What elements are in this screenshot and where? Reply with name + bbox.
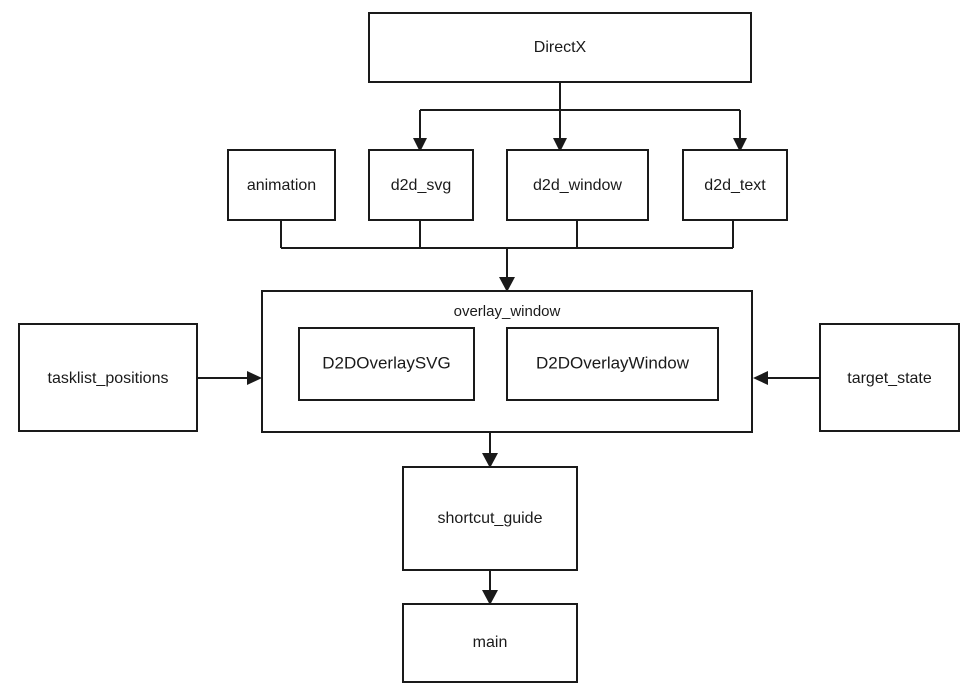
arrowhead-main — [482, 590, 498, 605]
arrowhead-overlay-window-right — [753, 371, 768, 385]
edge-row2-merge — [280, 220, 734, 292]
node-shortcut-guide-box[interactable] — [402, 466, 578, 571]
node-d2doverlaywindow-box[interactable] — [506, 327, 719, 401]
node-main-box[interactable] — [402, 603, 578, 683]
node-d2d-text-box[interactable] — [682, 149, 788, 221]
node-animation-label: animation — [247, 177, 316, 194]
node-target-state-label: target_state — [847, 370, 932, 387]
node-d2doverlaysvg[interactable]: D2DOverlaySVG — [298, 327, 475, 401]
node-d2d-window[interactable]: d2d_window — [506, 149, 649, 221]
arrowhead-overlay-window-top — [499, 277, 515, 292]
node-d2doverlaysvg-label: D2DOverlaySVG — [322, 353, 450, 372]
node-animation-box[interactable] — [227, 149, 336, 221]
node-d2d-svg-label: d2d_svg — [391, 177, 452, 194]
arrowhead-d2d-window — [553, 138, 567, 152]
node-shortcut-guide-label: shortcut_guide — [438, 510, 543, 527]
node-d2d-svg[interactable]: d2d_svg — [368, 149, 474, 221]
node-main[interactable]: main — [402, 603, 578, 683]
node-target-state-box[interactable] — [819, 323, 960, 432]
arrowhead-d2d-svg — [413, 138, 427, 152]
arrowhead-d2d-text — [733, 138, 747, 152]
node-d2d-text-label: d2d_text — [704, 177, 766, 194]
node-d2doverlaywindow-label: D2DOverlayWindow — [536, 353, 690, 372]
node-d2doverlaysvg-box[interactable] — [298, 327, 475, 401]
node-tasklist-positions-label: tasklist_positions — [48, 370, 169, 387]
edge-tasklist-to-overlay — [197, 371, 262, 385]
node-directx-label: DirectX — [534, 39, 587, 56]
edge-targetstate-to-overlay — [753, 371, 820, 385]
node-animation[interactable]: animation — [227, 149, 336, 221]
node-directx-box[interactable] — [368, 12, 752, 83]
node-d2doverlaywindow[interactable]: D2DOverlayWindow — [506, 327, 719, 401]
node-d2d-window-box[interactable] — [506, 149, 649, 221]
node-tasklist-positions[interactable]: tasklist_positions — [18, 323, 198, 432]
node-directx[interactable]: DirectX — [368, 12, 752, 83]
node-d2d-window-label: d2d_window — [533, 177, 622, 194]
node-overlay-window[interactable]: overlay_window D2DOverlaySVG D2DOverlayW… — [261, 290, 753, 433]
node-main-label: main — [473, 634, 508, 651]
node-d2d-svg-box[interactable] — [368, 149, 474, 221]
edge-directx-fanout — [413, 82, 747, 152]
node-shortcut-guide[interactable]: shortcut_guide — [402, 466, 578, 571]
node-tasklist-positions-box[interactable] — [18, 323, 198, 432]
node-overlay-window-label: overlay_window — [454, 303, 561, 320]
node-d2d-text[interactable]: d2d_text — [682, 149, 788, 221]
arrowhead-overlay-window-left — [247, 371, 262, 385]
edge-overlay-to-shortcutguide — [482, 432, 498, 468]
edge-shortcutguide-to-main — [482, 570, 498, 605]
node-target-state[interactable]: target_state — [819, 323, 960, 432]
arrowhead-shortcut-guide — [482, 453, 498, 468]
